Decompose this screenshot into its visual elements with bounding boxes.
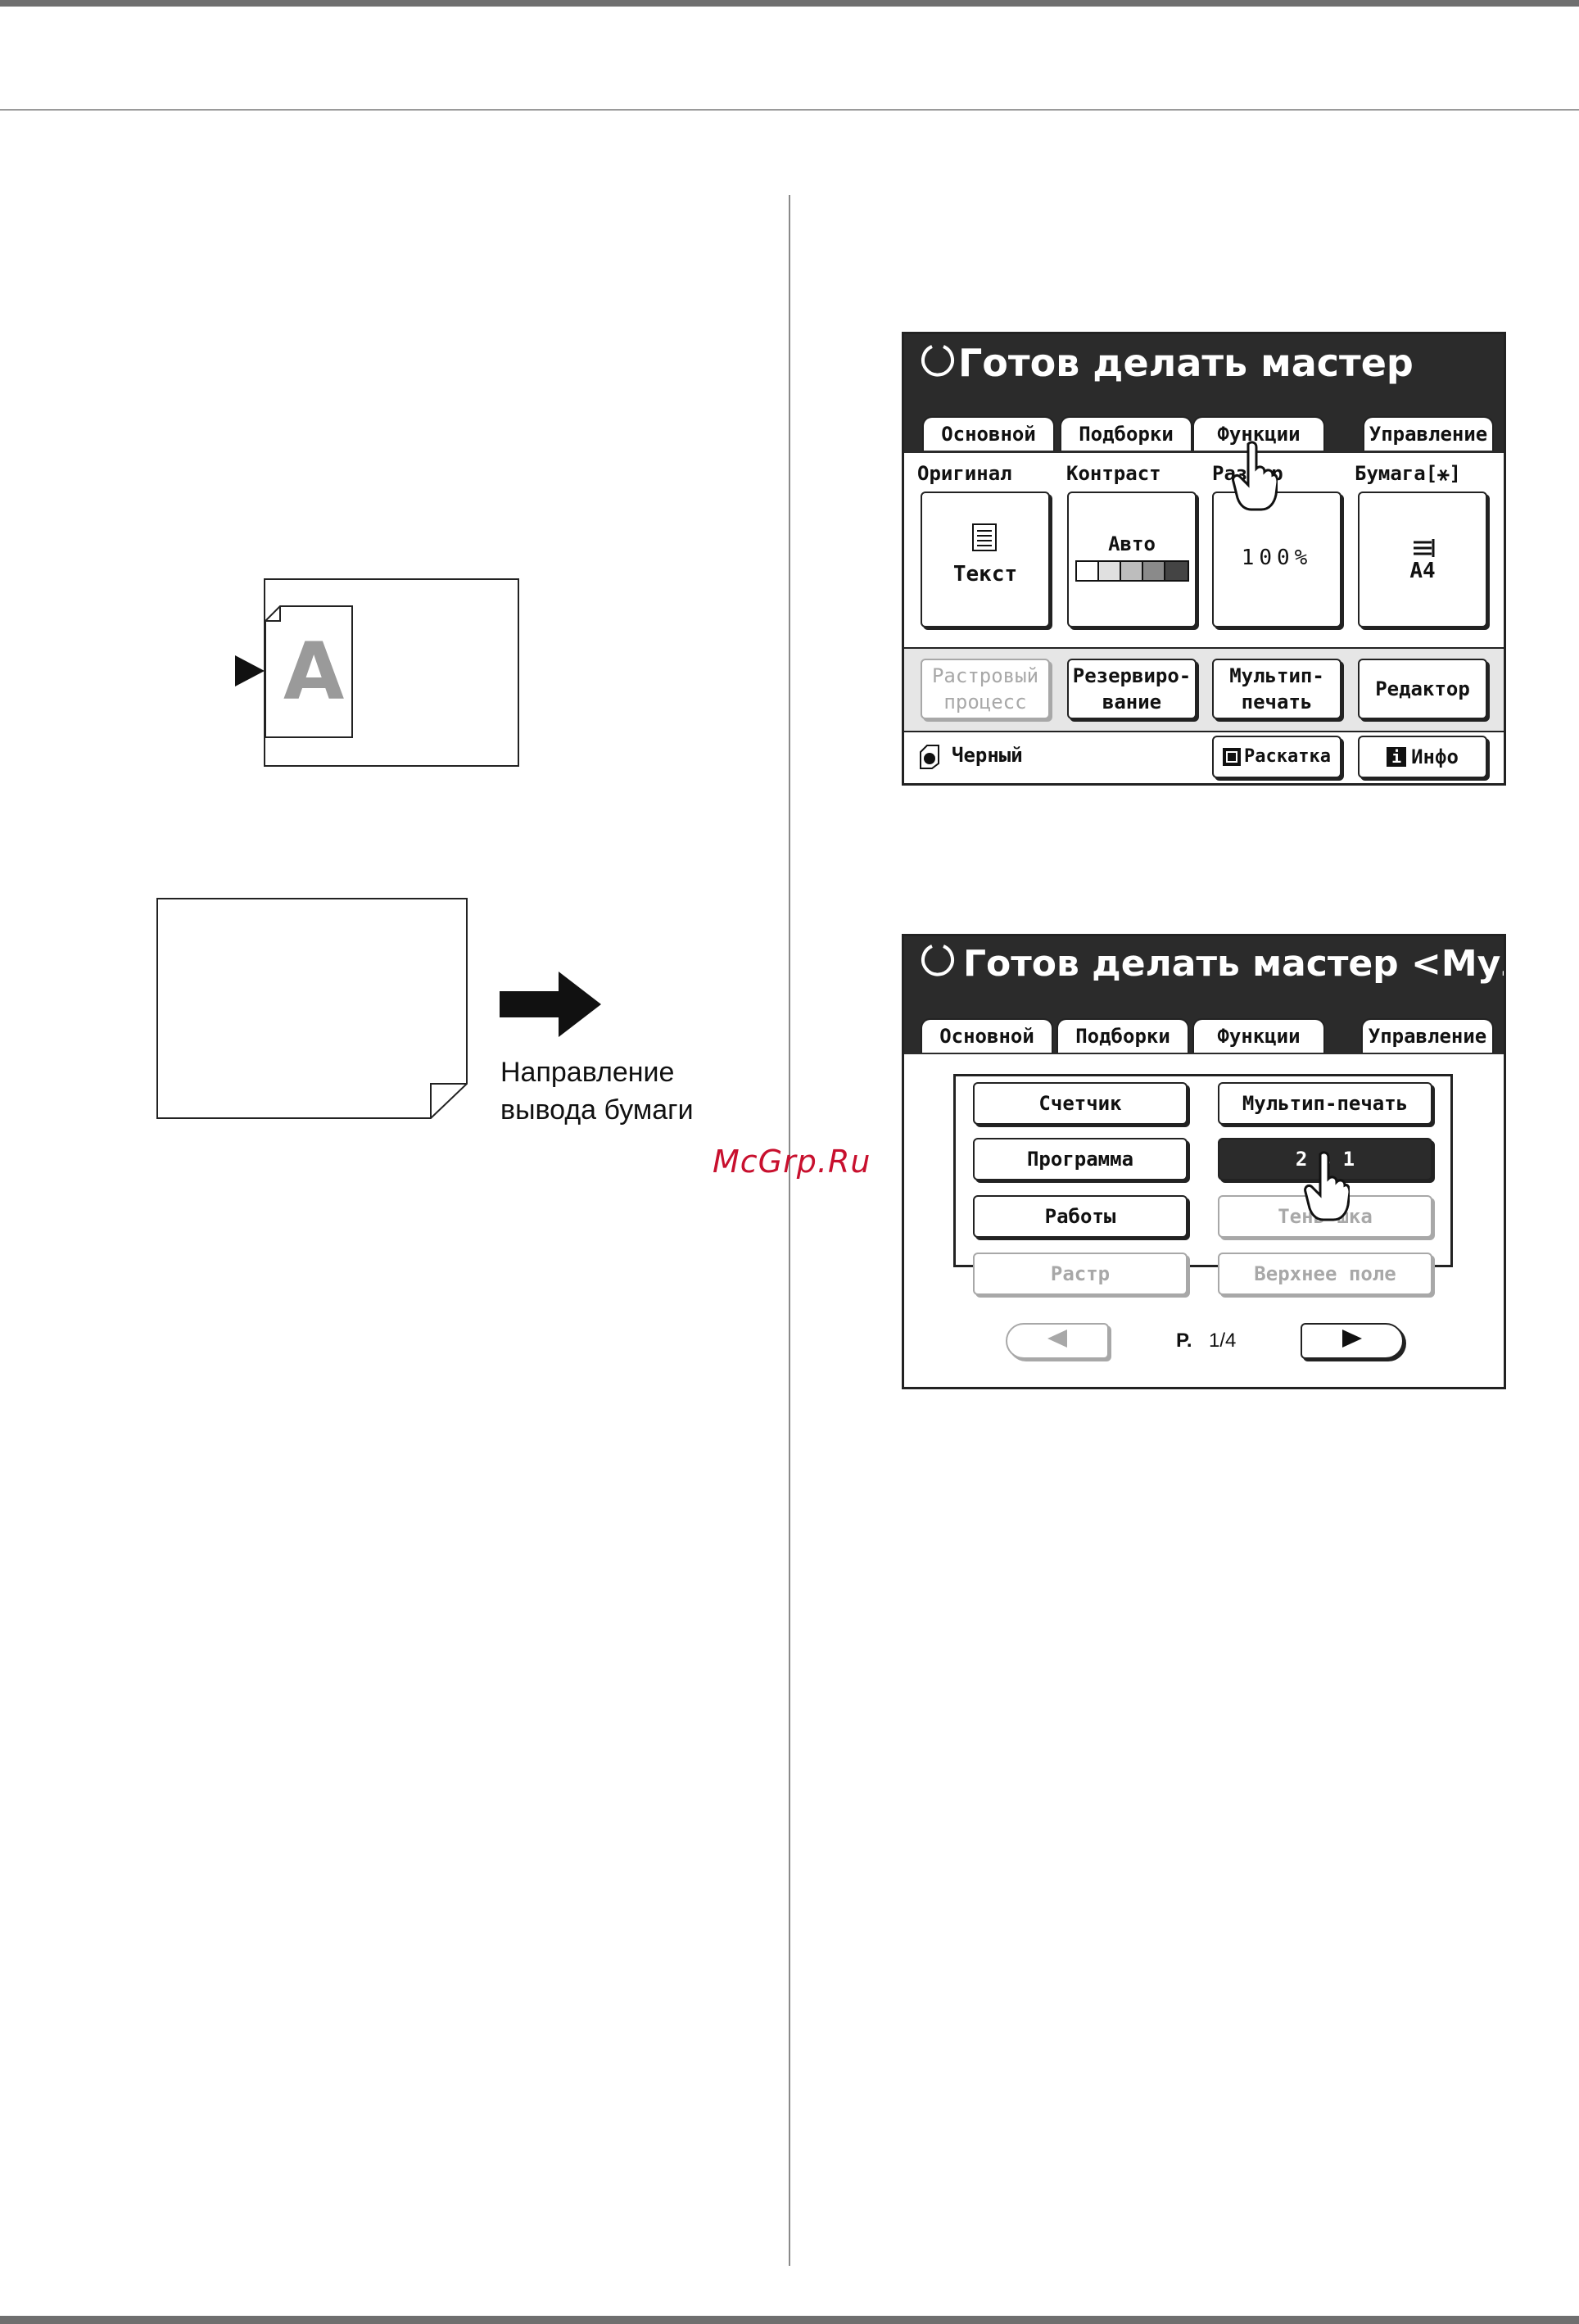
output-sheet bbox=[156, 897, 468, 1123]
top-margin-button[interactable]: Верхнее поле bbox=[1218, 1253, 1432, 1295]
paper-label: Бумага[⚹] bbox=[1355, 462, 1461, 485]
prev-page-button[interactable] bbox=[1006, 1323, 1109, 1359]
paper-stack-icon bbox=[1412, 537, 1436, 562]
ink-color-label: Черный bbox=[952, 744, 1023, 767]
tab-management[interactable]: Управление bbox=[1363, 416, 1494, 451]
original-sheet-icon bbox=[265, 605, 353, 738]
layout-button[interactable]: Раскатка bbox=[1212, 736, 1341, 778]
output-sheet-icon bbox=[156, 898, 468, 1119]
tab-management[interactable]: Управление bbox=[1361, 1018, 1494, 1053]
paper-value: A4 bbox=[1409, 559, 1436, 583]
program-button[interactable]: Программа bbox=[973, 1138, 1188, 1180]
top-rule bbox=[0, 109, 1579, 111]
column-divider bbox=[789, 195, 790, 2266]
size-value: 100% bbox=[1241, 546, 1313, 570]
tab-functions[interactable]: Функции bbox=[1192, 416, 1325, 451]
sheet-letter: A bbox=[283, 626, 345, 718]
feed-arrow-icon bbox=[235, 655, 265, 690]
output-caption-line2: вывода бумаги bbox=[500, 1094, 694, 1126]
ink-drum-icon bbox=[916, 742, 943, 773]
tab-basic[interactable]: Основной bbox=[921, 1018, 1053, 1053]
multi-print-button[interactable]: Мультип- печать bbox=[1212, 659, 1341, 719]
info-icon: i bbox=[1387, 747, 1407, 767]
jobs-button[interactable]: Работы bbox=[973, 1195, 1188, 1238]
ready-ring-icon bbox=[921, 941, 955, 988]
contrast-value: Авто bbox=[1108, 532, 1156, 555]
status-title-text: Готов делать мастер <Мультип> bbox=[963, 943, 1504, 985]
output-caption-line1: Направление bbox=[500, 1057, 675, 1088]
tab-basic[interactable]: Основной bbox=[922, 416, 1055, 451]
pointing-hand-icon bbox=[1232, 441, 1279, 514]
original-sheet bbox=[264, 605, 354, 739]
text-document-icon bbox=[970, 523, 999, 555]
tab-collections[interactable]: Подборки bbox=[1060, 416, 1192, 451]
editor-button[interactable]: Редактор bbox=[1358, 659, 1487, 719]
next-page-button[interactable] bbox=[1301, 1323, 1404, 1359]
multi-up-print-button[interactable]: Мультип-печать bbox=[1218, 1082, 1432, 1125]
pager-prefix: P. bbox=[1176, 1330, 1192, 1352]
function-list-frame bbox=[953, 1074, 1453, 1267]
counter-button[interactable]: Счетчик bbox=[973, 1082, 1188, 1125]
left-triangle-icon bbox=[1047, 1328, 1067, 1354]
tab-collections[interactable]: Подборки bbox=[1056, 1018, 1189, 1053]
right-triangle-icon bbox=[1342, 1328, 1362, 1354]
panel-header: Готов делать мастер <Мультип> Основной П… bbox=[904, 936, 1504, 1054]
status-title: Готов делать мастер <Мультип> bbox=[921, 941, 1504, 988]
contrast-label: Контраст bbox=[1066, 462, 1161, 485]
status-title: Готов делать мастер bbox=[921, 341, 1414, 388]
contrast-scale-icon bbox=[1075, 560, 1190, 585]
bottom-bar bbox=[0, 2316, 1579, 2324]
ready-ring-icon bbox=[921, 342, 955, 388]
ready-panel-basic: Готов делать мастер Основной Подборки Фу… bbox=[902, 332, 1506, 786]
info-label: Инфо bbox=[1411, 745, 1459, 768]
tab-functions[interactable]: Функции bbox=[1192, 1018, 1325, 1053]
original-value: Текст bbox=[952, 562, 1018, 587]
layout-icon bbox=[1223, 748, 1242, 766]
reservation-button[interactable]: Резервиро- вание bbox=[1067, 659, 1197, 719]
panel-header: Готов делать мастер Основной Подборки Фу… bbox=[904, 334, 1504, 453]
watermark-text: McGrp.Ru bbox=[713, 1144, 871, 1180]
raster-button[interactable]: Растр bbox=[973, 1253, 1188, 1295]
output-direction-arrow-icon bbox=[500, 972, 601, 1040]
original-label: Оригинал bbox=[917, 462, 1012, 485]
raster-process-button[interactable]: Растровый процесс bbox=[921, 659, 1050, 719]
paper-button[interactable]: A4 bbox=[1358, 492, 1487, 627]
original-button[interactable]: Текст bbox=[921, 492, 1050, 627]
size-button[interactable]: 100% bbox=[1212, 492, 1341, 627]
layout-label: Раскатка bbox=[1244, 746, 1331, 767]
pager-value: 1/4 bbox=[1209, 1330, 1237, 1352]
top-bar bbox=[0, 0, 1579, 7]
status-title-text: Готов делать мастер bbox=[958, 341, 1414, 385]
contrast-button[interactable]: Авто bbox=[1067, 492, 1197, 627]
pointing-hand-icon bbox=[1304, 1151, 1351, 1225]
multi-up-functions-panel: Готов делать мастер <Мультип> Основной П… bbox=[902, 934, 1506, 1389]
